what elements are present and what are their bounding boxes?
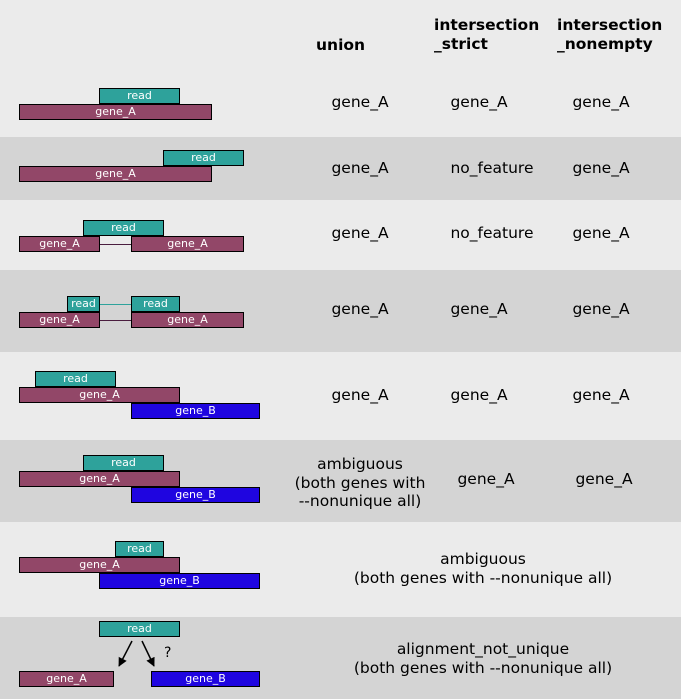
gene-a-bar: gene_A — [19, 166, 212, 182]
gene-a-intron-line — [100, 244, 131, 245]
result-all-modes: alignment_not_unique (both genes with --… — [353, 640, 613, 677]
header-intersection-nonempty: intersection _nonempty — [557, 16, 663, 53]
result-intersection-nonempty: gene_A — [572, 159, 630, 177]
result-intersection-nonempty: gene_A — [575, 470, 633, 488]
read-bar: read — [35, 371, 116, 387]
gene-a-bar: gene_A — [19, 557, 180, 573]
question-mark: ? — [164, 645, 172, 661]
result-union: gene_A — [331, 159, 389, 177]
read-bar: read — [163, 150, 244, 166]
gene-a-bar: gene_A — [19, 387, 180, 403]
mode-row-3: read gene_A gene_A gene_A no_feature gen… — [0, 200, 681, 270]
result-intersection-strict: gene_A — [450, 300, 508, 318]
result-intersection-strict: no_feature — [450, 224, 534, 242]
alignment-arrows — [118, 640, 155, 667]
result-intersection-nonempty: gene_A — [572, 386, 630, 404]
gene-b-bar: gene_B — [131, 403, 260, 419]
result-union: gene_A — [331, 300, 389, 318]
read-segment-2: read — [131, 296, 180, 312]
gene-a-bar: gene_A — [19, 471, 180, 487]
mode-row-7: read gene_A gene_B ambiguous (both genes… — [0, 522, 681, 617]
gene-b-bar: gene_B — [99, 573, 260, 589]
result-intersection-strict: no_feature — [450, 159, 534, 177]
mode-row-8: read ? gene_A gene_B alignment_not_uniqu… — [0, 617, 681, 699]
result-union: ambiguous (both genes with --nonunique a… — [294, 455, 426, 510]
gene-b-bar: gene_B — [151, 671, 260, 687]
read-gap-line — [100, 304, 131, 305]
read-bar: read — [83, 455, 164, 471]
result-intersection-nonempty: gene_A — [572, 224, 630, 242]
mode-row-4: read read gene_A gene_A gene_A gene_A ge… — [0, 270, 681, 352]
arrow-to-gene-a — [118, 640, 133, 667]
mode-row-1: read gene_A gene_A gene_A gene_A — [0, 73, 681, 137]
mode-row-6: read gene_A gene_B ambiguous (both genes… — [0, 440, 681, 522]
read-bar: read — [83, 220, 164, 236]
read-segment-1: read — [67, 296, 100, 312]
mode-row-2: read gene_A gene_A no_feature gene_A — [0, 137, 681, 200]
read-bar: read — [99, 88, 180, 104]
result-intersection-nonempty: gene_A — [572, 300, 630, 318]
gene-a-exon-2: gene_A — [131, 236, 244, 252]
result-intersection-nonempty: gene_A — [572, 93, 630, 111]
mode-row-5: read gene_A gene_B gene_A gene_A gene_A — [0, 352, 681, 440]
gene-a-bar: gene_A — [19, 671, 114, 687]
header-union: union — [316, 36, 366, 54]
read-bar: read — [99, 621, 180, 637]
gene-b-bar: gene_B — [131, 487, 260, 503]
result-union: gene_A — [331, 386, 389, 404]
result-intersection-strict: gene_A — [450, 386, 508, 404]
result-all-modes: ambiguous (both genes with --nonunique a… — [353, 550, 613, 587]
gene-a-intron-line — [100, 320, 131, 321]
gene-a-exon-2: gene_A — [131, 312, 244, 328]
gene-a-bar: gene_A — [19, 104, 212, 120]
read-bar: read — [115, 541, 164, 557]
gene-a-exon-1: gene_A — [19, 236, 100, 252]
gene-a-exon-1: gene_A — [19, 312, 100, 328]
header-row: union intersection _strict intersection … — [0, 0, 681, 73]
header-intersection-strict: intersection _strict — [434, 16, 540, 53]
result-intersection-strict: gene_A — [450, 93, 508, 111]
result-union: gene_A — [331, 224, 389, 242]
arrow-to-gene-b — [141, 640, 155, 667]
result-union: gene_A — [331, 93, 389, 111]
result-intersection-strict: gene_A — [457, 470, 515, 488]
